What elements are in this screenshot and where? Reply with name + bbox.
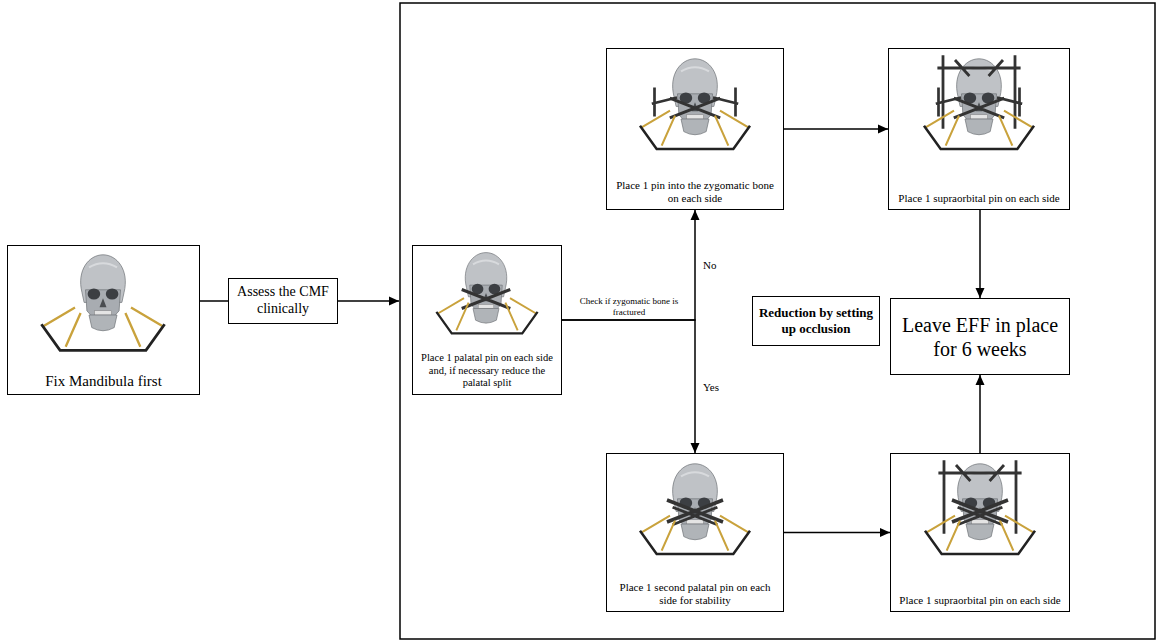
connector bbox=[562, 320, 695, 453]
arrowhead bbox=[691, 210, 700, 220]
step-box: Place 1 supraorbital pin on each side bbox=[890, 453, 1070, 612]
process-box: Fix Mandibula first bbox=[7, 245, 200, 395]
skull-illustration bbox=[925, 460, 1035, 554]
box-text: Place 1 second palatal pin on each side … bbox=[611, 581, 779, 607]
connector bbox=[562, 210, 695, 320]
arrowhead bbox=[976, 375, 985, 385]
edge-label: No bbox=[701, 259, 718, 271]
step-box: Place 1 supraorbital pin on each side bbox=[888, 48, 1070, 210]
note-box: Reduction by setting up occlusion bbox=[752, 296, 880, 346]
arrowhead bbox=[878, 125, 888, 134]
skull-illustration bbox=[41, 255, 164, 351]
connector bbox=[200, 300, 228, 302]
connector bbox=[784, 128, 888, 130]
connector bbox=[979, 210, 981, 298]
text-holder: Place 1 second palatal pin on each side … bbox=[611, 581, 779, 607]
box-text: Assess the CMF clinically bbox=[234, 284, 332, 318]
box-text: Place 1 supraorbital pin on each side bbox=[893, 192, 1065, 205]
skull-illustration bbox=[924, 55, 1034, 149]
box-text: Place 1 pin into the zygomatic bone on e… bbox=[611, 179, 779, 205]
step-box: Place 1 second palatal pin on each side … bbox=[606, 453, 784, 612]
text-holder: Place 1 supraorbital pin on each side bbox=[895, 594, 1065, 607]
box-text: Reduction by setting up occlusion bbox=[758, 305, 874, 336]
box-text: Fix Mandibula first bbox=[12, 372, 195, 390]
step-box: Place 1 palatal pin on each side and, if… bbox=[412, 245, 562, 395]
frame-arrowhead bbox=[389, 297, 399, 306]
box-text: Place 1 palatal pin on each side and, if… bbox=[417, 352, 557, 390]
result-box: Leave EFF in place for 6 weeks bbox=[890, 298, 1070, 375]
step-label-box: Assess the CMF clinically bbox=[228, 278, 338, 324]
box-text: Leave EFF in place for 6 weeks bbox=[896, 313, 1064, 361]
text-holder: Place 1 palatal pin on each side and, if… bbox=[417, 352, 557, 390]
arrowhead bbox=[880, 528, 890, 537]
text-holder: Place 1 supraorbital pin on each side bbox=[893, 192, 1065, 205]
box-text: Place 1 supraorbital pin on each side bbox=[895, 594, 1065, 607]
frame bbox=[400, 3, 1155, 639]
edge-label: Yes bbox=[701, 381, 721, 393]
connector bbox=[979, 375, 981, 453]
arrowhead bbox=[976, 288, 985, 298]
step-box: Place 1 pin into the zygomatic bone on e… bbox=[606, 48, 784, 210]
connector bbox=[784, 532, 890, 534]
text-holder: Place 1 pin into the zygomatic bone on e… bbox=[611, 179, 779, 205]
skull-illustration bbox=[640, 59, 750, 149]
text-holder: Fix Mandibula first bbox=[12, 372, 195, 390]
skull-illustration bbox=[436, 253, 537, 334]
arrowhead bbox=[691, 443, 700, 453]
decision-label: Check if zygomatic bone is fractured bbox=[566, 296, 692, 317]
skull-illustration bbox=[640, 464, 750, 554]
